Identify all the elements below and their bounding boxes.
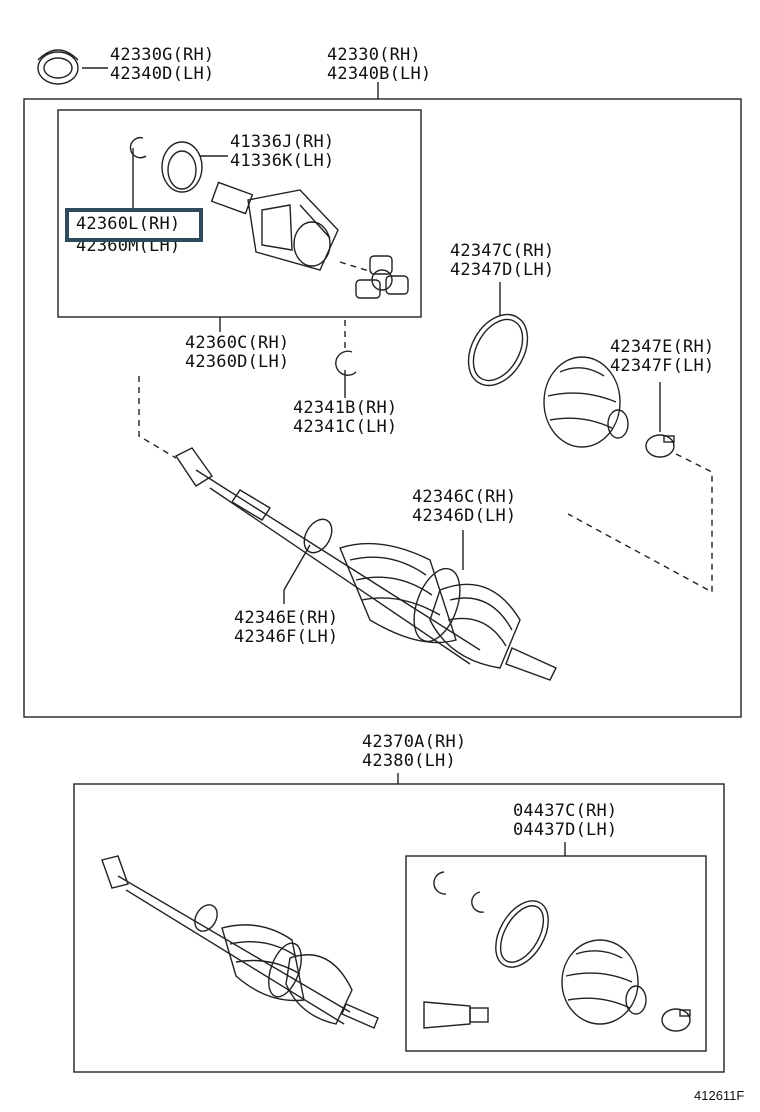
boot-kit-frame: [405, 855, 707, 1052]
label-42346D[interactable]: 42346D(LH): [412, 506, 517, 526]
label-42341C[interactable]: 42341C(LH): [293, 417, 398, 437]
circlip-icon: [335, 350, 357, 376]
inner-joint-frame: [57, 109, 422, 318]
label-42360C[interactable]: 42360C(RH): [185, 333, 290, 353]
selected-part-highlight: [65, 208, 203, 242]
label-42360L[interactable]: 42360L(RH): [72, 215, 185, 234]
label-42380[interactable]: 42380(LH): [362, 751, 456, 771]
label-42347F[interactable]: 42347F(LH): [610, 356, 715, 376]
label-04437C[interactable]: 04437C(RH): [513, 801, 618, 821]
boot-band-icon: [467, 313, 529, 387]
label-42360D[interactable]: 42360D(LH): [185, 352, 290, 372]
inboard-joint-housing-icon: [210, 181, 339, 271]
label-42347E[interactable]: 42347E(RH): [610, 337, 715, 357]
leader-lines: [82, 67, 661, 856]
inner-seal-icon: [161, 141, 203, 193]
label-42370A[interactable]: 42370A(RH): [362, 732, 467, 752]
label-41336K[interactable]: 41336K(LH): [230, 151, 335, 171]
dashed-lines: [138, 261, 713, 594]
outboard-boot-icon: [543, 356, 629, 448]
label-42346C[interactable]: 42346C(RH): [412, 487, 517, 507]
boot-kit-band-icon: [495, 900, 549, 968]
snap-ring-icon: [129, 136, 147, 159]
outer-assembly-frame: [23, 98, 742, 718]
label-04437D[interactable]: 04437D(LH): [513, 820, 618, 840]
label-42341B[interactable]: 42341B(RH): [293, 398, 398, 418]
label-42340D[interactable]: 42340D(LH): [110, 64, 215, 84]
label-42330G[interactable]: 42330G(RH): [110, 45, 215, 65]
boot-kit-clamp-icon: [661, 1008, 691, 1032]
label-42347D[interactable]: 42347D(LH): [450, 260, 555, 280]
drive-shaft-icon: [174, 447, 557, 681]
label-42346E[interactable]: 42346E(RH): [234, 608, 339, 628]
boot-kit-circlip-icon: [471, 891, 485, 913]
boot-kit-boot-icon: [561, 939, 647, 1025]
label-42340B[interactable]: 42340B(LH): [327, 64, 432, 84]
label-42330[interactable]: 42330(RH): [327, 45, 421, 65]
figure-reference: 412611F: [694, 1088, 745, 1103]
label-41336J[interactable]: 41336J(RH): [230, 132, 335, 152]
small-clamp-icon: [645, 434, 675, 458]
tripod-joint-icon: [355, 255, 409, 299]
boot-kit-snap-ring-icon: [433, 871, 447, 895]
complete-shaft-icon: [101, 855, 379, 1029]
label-42347C[interactable]: 42347C(RH): [450, 241, 555, 261]
dust-seal-icon: [37, 49, 79, 85]
grease-tube-icon: [423, 1001, 489, 1029]
label-42346F[interactable]: 42346F(LH): [234, 627, 339, 647]
lower-assembly-frame: [73, 783, 725, 1073]
